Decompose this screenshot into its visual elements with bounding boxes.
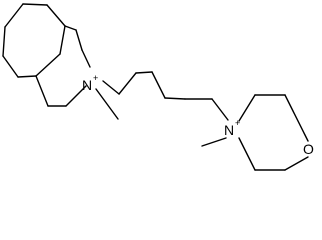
bond [46,4,66,27]
bond [2,26,6,57]
bond [151,71,166,99]
oxygen-label: O [303,141,314,157]
bond [65,85,87,107]
bond [102,80,120,95]
bond [2,55,19,78]
bond [284,156,309,171]
bicyclic-ring-bonds [2,3,91,107]
bond [17,75,37,78]
bond [118,72,137,95]
linker-bonds [95,71,229,147]
nitrogen-charge: + [93,73,98,83]
bond [81,49,91,68]
bond [59,25,66,55]
bond [135,71,153,74]
nitrogen-label: N [224,122,234,138]
bond [95,88,119,120]
nitrogen-charge: + [235,118,240,128]
bond [35,75,49,107]
bond [164,97,186,100]
bond [64,25,77,31]
bond [4,3,24,28]
molecule-diagram: N + N + O [2,3,314,171]
bond [22,3,48,6]
bond [75,29,83,51]
bond [35,53,61,77]
bond [201,137,227,147]
nitrogen-label: N [82,77,92,93]
bond [238,137,256,171]
bond [238,94,256,122]
bond [284,94,309,142]
structure-canvas: N + N + O [2,3,314,171]
morpholine-ring-bonds [238,94,309,171]
bond [211,98,229,121]
